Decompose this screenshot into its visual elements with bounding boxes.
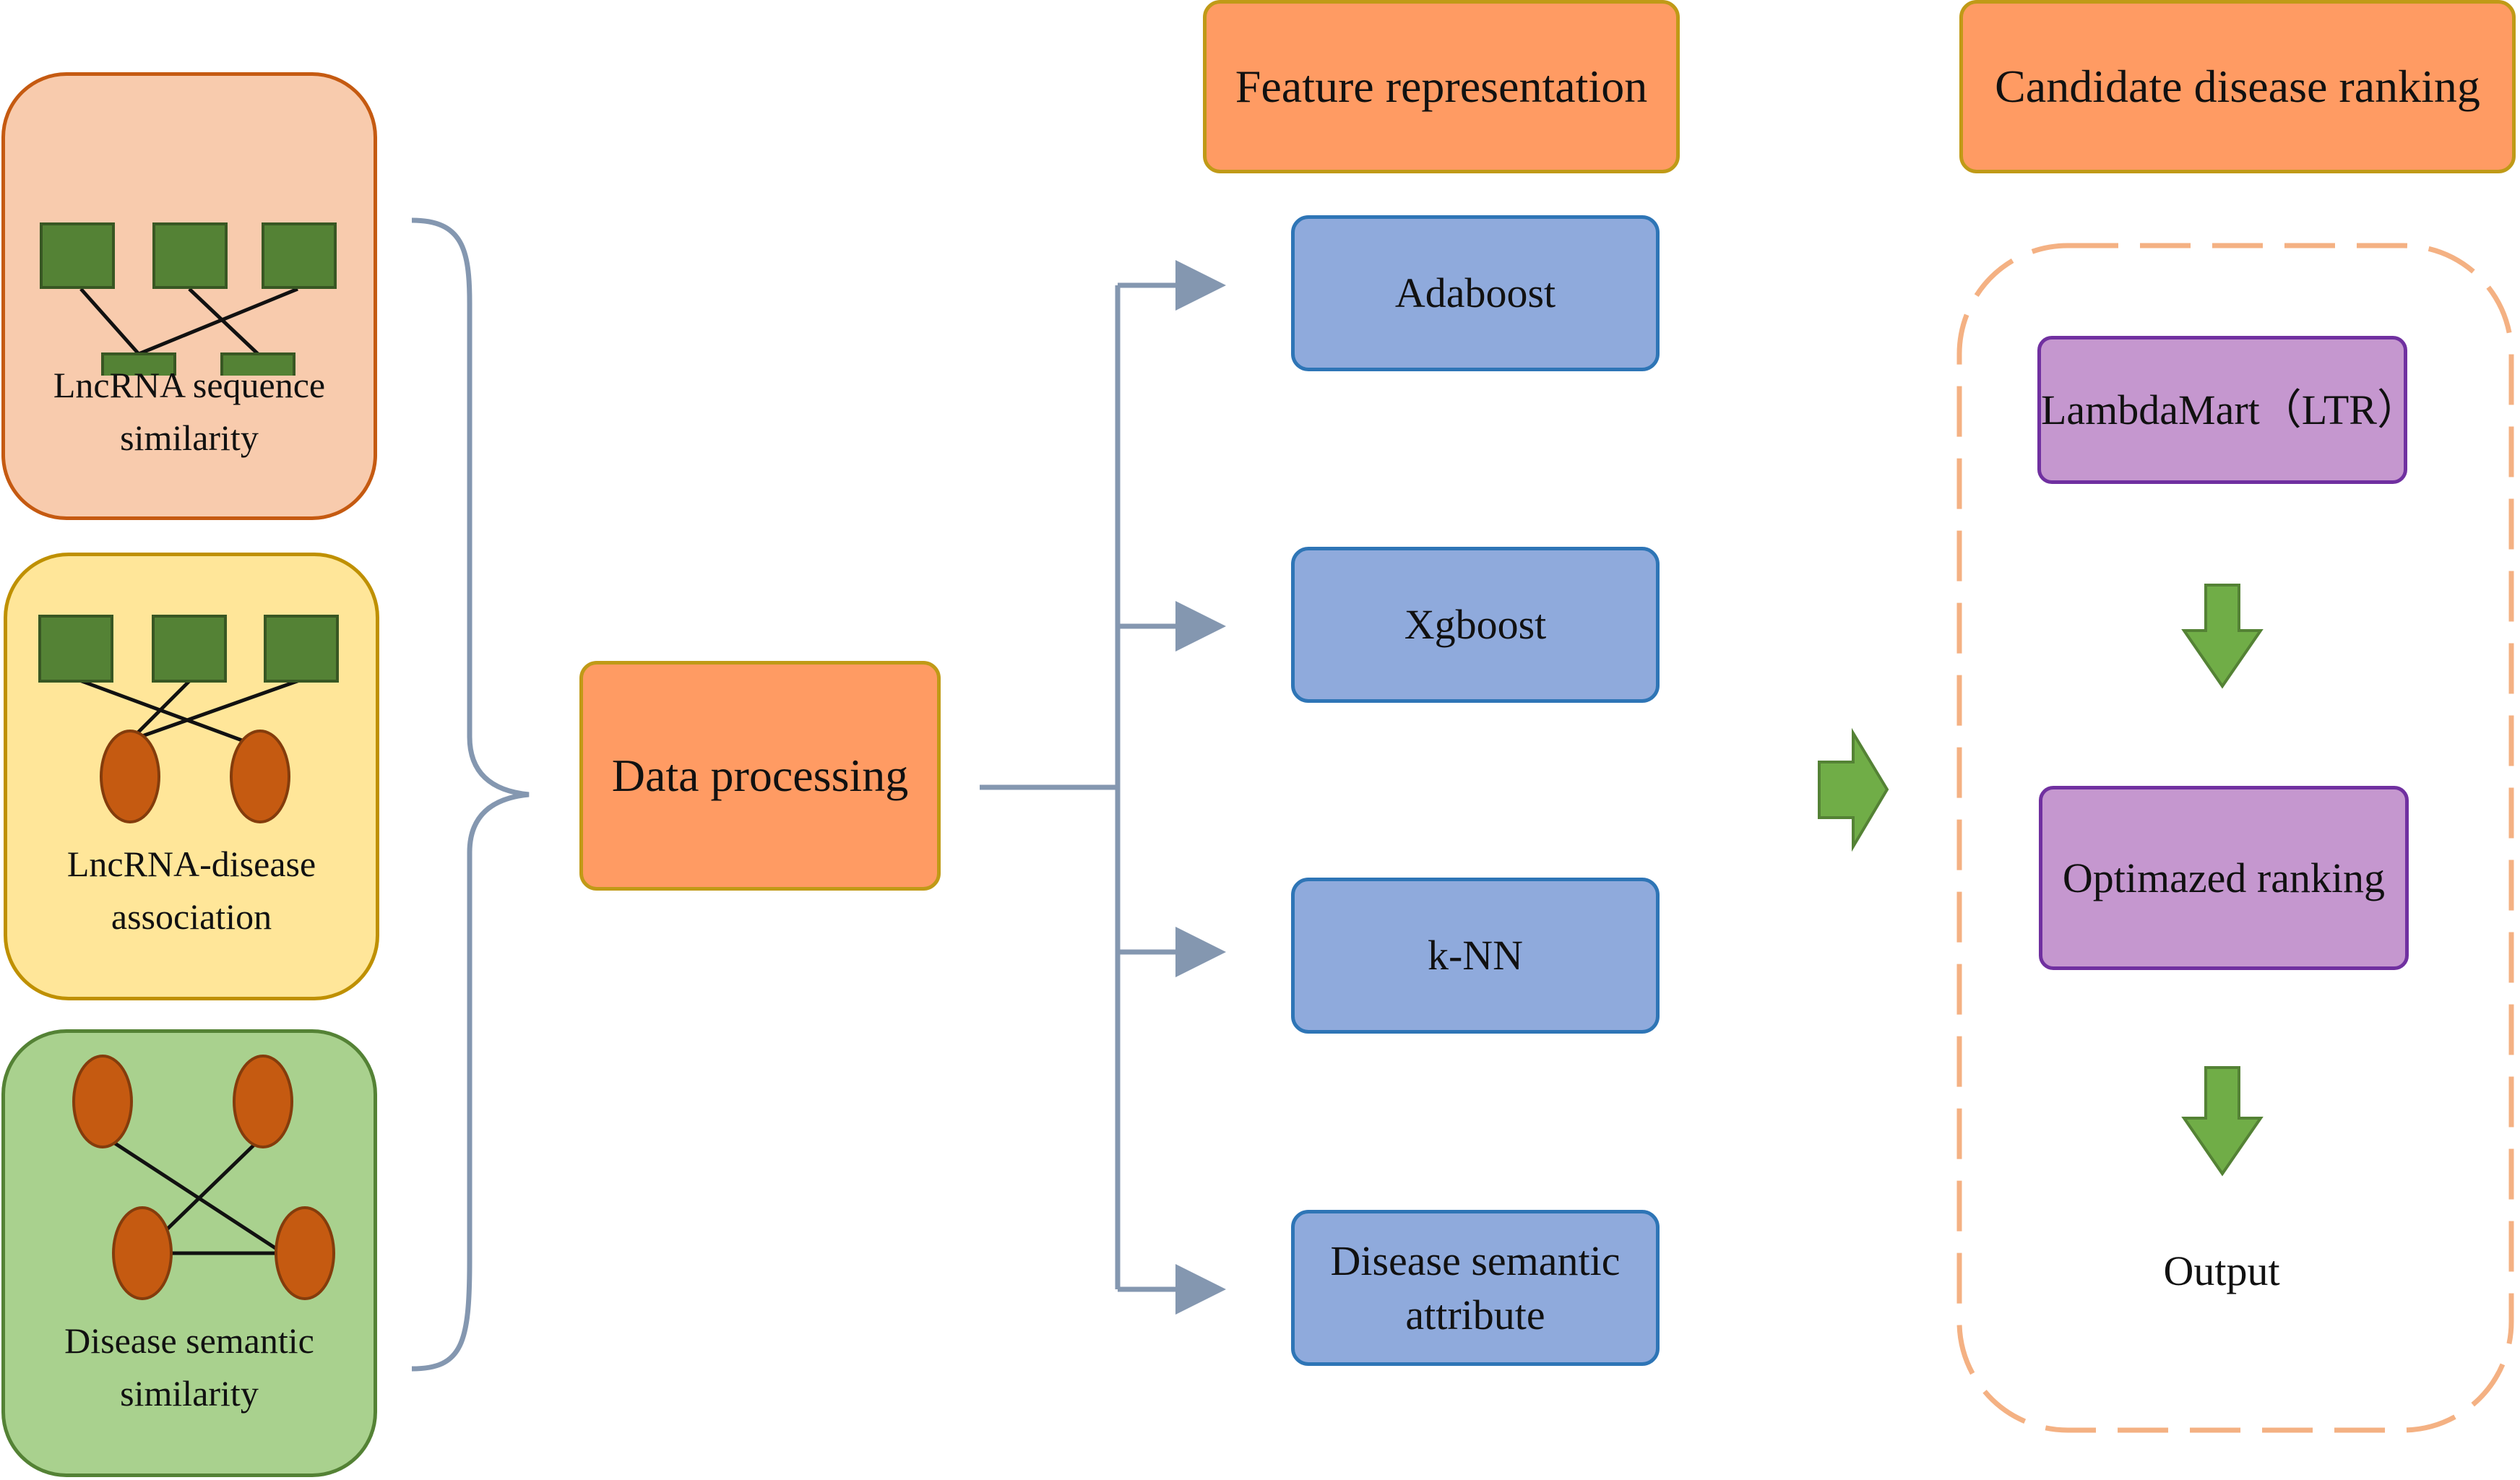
input-label: LncRNA sequence similarity bbox=[53, 365, 326, 458]
square-node-icon bbox=[101, 352, 176, 376]
oval-node-icon bbox=[72, 1055, 133, 1148]
method-label: k-NN bbox=[1427, 932, 1524, 979]
data-processing-label: Data processing bbox=[611, 750, 909, 802]
feature-representation-header: Feature representation bbox=[1203, 0, 1680, 173]
square-node-icon bbox=[262, 222, 337, 289]
oval-node-icon bbox=[112, 1206, 173, 1300]
method-box-knn: k-NN bbox=[1291, 878, 1660, 1034]
input-panel-disease-semantic: Disease semantic similarity bbox=[1, 1029, 377, 1477]
input-label: Disease semantic similarity bbox=[64, 1320, 314, 1414]
square-node-icon bbox=[220, 352, 295, 376]
brace-icon bbox=[411, 217, 530, 1372]
oval-node-icon bbox=[275, 1206, 335, 1300]
oval-node-icon bbox=[230, 730, 290, 823]
right-arrow-icon bbox=[1818, 727, 1889, 852]
square-node-icon bbox=[40, 222, 115, 289]
square-node-icon bbox=[264, 615, 339, 683]
method-label: Xgboost bbox=[1404, 601, 1547, 649]
lncrna-network-graphic bbox=[40, 222, 337, 376]
square-node-icon bbox=[152, 615, 227, 683]
method-box-adaboost: Adaboost bbox=[1291, 215, 1660, 371]
optimized-ranking-box: Optimazed ranking bbox=[2039, 786, 2409, 970]
method-box-xgboost: Xgboost bbox=[1291, 547, 1660, 703]
method-label: Adaboost bbox=[1394, 269, 1556, 317]
method-label: Disease semantic attribute bbox=[1330, 1237, 1621, 1338]
lambdamart-box: LambdaMart（LTR） bbox=[2037, 336, 2419, 484]
optimized-ranking-label: Optimazed ranking bbox=[2062, 854, 2386, 901]
output-label: Output bbox=[2081, 1232, 2362, 1311]
square-node-icon bbox=[38, 615, 113, 683]
disease-network-graphic bbox=[72, 1055, 335, 1300]
data-processing-box: Data processing bbox=[579, 661, 941, 891]
output-text: Output bbox=[2163, 1247, 2280, 1295]
input-panel-lncrna-sequence: LncRNA sequence similarity bbox=[1, 72, 377, 520]
association-network-graphic bbox=[38, 615, 339, 823]
lambdamart-label: LambdaMart（LTR） bbox=[2041, 386, 2419, 433]
oval-node-icon bbox=[233, 1055, 293, 1148]
down-arrow-icon bbox=[2181, 584, 2264, 689]
oval-node-icon bbox=[100, 730, 160, 823]
square-node-icon bbox=[152, 222, 228, 289]
feature-representation-title: Feature representation bbox=[1235, 61, 1648, 113]
candidate-ranking-title: Candidate disease ranking bbox=[1995, 61, 2480, 113]
down-arrow-icon bbox=[2181, 1066, 2264, 1177]
candidate-ranking-header: Candidate disease ranking bbox=[1959, 0, 2516, 173]
input-label: LncRNA-disease association bbox=[66, 844, 316, 937]
input-panel-lncrna-disease: LncRNA-disease association bbox=[4, 553, 379, 1000]
method-box-disease-semantic-attribute: Disease semantic attribute bbox=[1291, 1210, 1660, 1366]
ranking-dashed-frame bbox=[1956, 243, 2514, 1433]
